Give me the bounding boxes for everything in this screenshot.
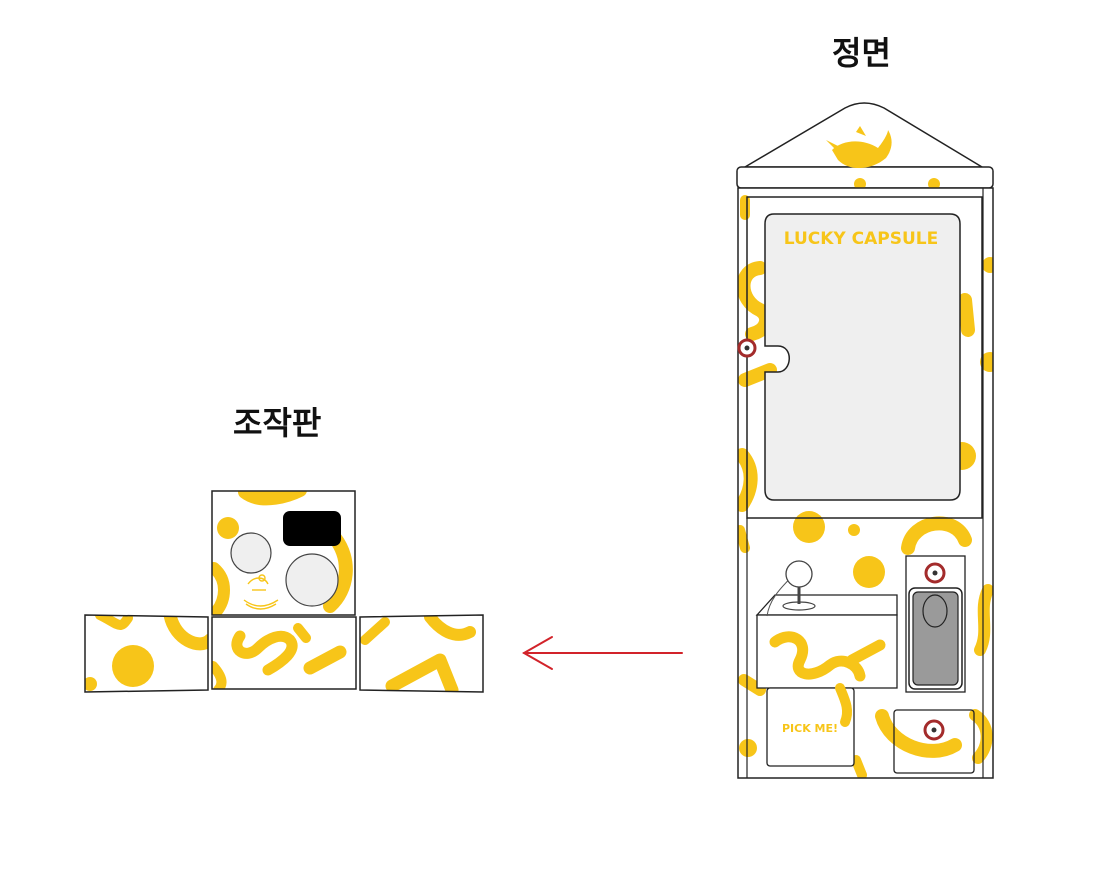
pick-me-label: PICK ME!	[782, 722, 838, 735]
control-panel-net	[84, 490, 484, 693]
black-display-button[interactable]	[283, 511, 341, 546]
display-window	[764, 213, 961, 501]
dolphin-icon	[826, 126, 940, 190]
panel-right-face	[359, 614, 484, 693]
capsule-outlet-door[interactable]	[893, 709, 975, 774]
joystick-console	[755, 575, 898, 689]
large-round-button[interactable]	[285, 553, 339, 607]
joystick[interactable]	[782, 560, 816, 611]
front-view-title: 정면	[832, 34, 891, 72]
bird-logo-icon	[243, 574, 279, 610]
brand-text: LUCKY CAPSULE	[784, 229, 939, 249]
small-round-button[interactable]	[230, 532, 272, 574]
control-panel-title: 조작판	[233, 404, 322, 442]
coin-slot-panel	[905, 555, 966, 693]
panel-top-face	[211, 490, 356, 616]
cabinet-roof	[736, 102, 994, 190]
panel-left-face	[84, 614, 209, 693]
lock-bolt-icon	[737, 338, 757, 358]
pick-me-button[interactable]: PICK ME!	[766, 683, 855, 767]
direction-arrow	[521, 636, 683, 670]
capsule-machine-front: LUCKY CAPSULE	[736, 102, 994, 779]
panel-middle-face	[211, 616, 357, 690]
cabinet-body	[737, 187, 994, 779]
